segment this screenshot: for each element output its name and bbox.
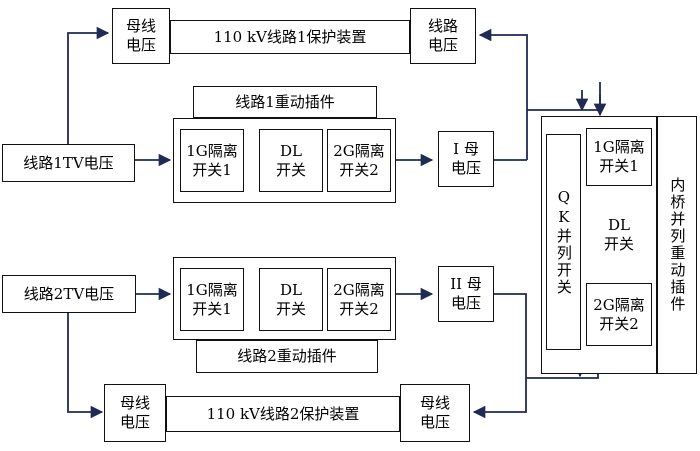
inner-bridge-switch-1g-box: 1G隔离 开关1 [586,128,652,186]
bottom-bus-voltage-box-left: 母线 电压 [104,384,166,442]
line1-switch-1g-label: 1G隔离 开关1 [186,141,238,179]
line1-tv-voltage-label: 线路1TV电压 [23,153,114,172]
line2-switch-dl-label: DL 开关 [275,280,306,318]
line2-switch-1g-label: 1G隔离 开关1 [186,280,238,318]
qk-parallel-switch-box: QK并列开关 [546,134,581,350]
wire-bus2-to-link [472,293,527,419]
wire-link-to-top-line-voltage [478,28,528,160]
wire-line2-tv-to-bottom-bus [67,284,104,419]
top-protection-device-box: 110 kV线路1保护装置 [170,20,410,54]
bottom-bus-voltage-label-left: 母线 电压 [119,394,150,431]
top-bus-voltage-label: 母线 电压 [125,17,156,54]
bus1-voltage-label: I 母 电压 [450,140,481,177]
wire-top-link-to-bridge [527,82,601,111]
line1-switch-dl-label: DL 开关 [275,141,306,179]
inner-bridge-plugin-title: 内桥并列重动插件 [668,177,687,313]
line1-switch-2g-box: 2G隔离 开关2 [327,129,391,192]
top-line-voltage-box: 线路 电压 [410,8,476,64]
line2-tv-voltage-box: 线路2TV电压 [2,275,136,313]
line2-switch-dl-box: DL 开关 [259,268,323,331]
bus2-voltage-box: II 母 电压 [438,266,494,322]
bus2-voltage-label: II 母 电压 [450,275,482,312]
line1-plugin-title-box: 线路1重动插件 [193,86,377,118]
bottom-bus-voltage-box-right: 母线 电压 [400,384,470,442]
inner-bridge-switch-2g-box: 2G隔离 开关2 [586,283,652,346]
qk-parallel-switch-label: QK并列开关 [554,188,573,296]
wire-line1-tv-to-top-bus [67,26,110,152]
inner-bridge-switch-2g-label: 2G隔离 开关2 [593,295,645,333]
bottom-protection-device-title: 110 kV线路2保护装置 [206,404,360,423]
line2-switch-2g-box: 2G隔离 开关2 [327,268,391,331]
top-line-voltage-label: 线路 电压 [427,17,458,54]
line2-plugin-title-box: 线路2重动插件 [196,340,378,373]
line1-switch-1g-box: 1G隔离 开关1 [180,129,244,192]
line1-tv-voltage-box: 线路1TV电压 [2,144,135,182]
line2-tv-voltage-label: 线路2TV电压 [23,284,115,303]
bottom-bus-voltage-label-right: 母线 电压 [419,394,450,431]
inner-bridge-switch-dl-box: DL 开关 [586,200,652,270]
top-bus-voltage-box: 母线 电压 [112,8,170,64]
line2-switch-2g-label: 2G隔离 开关2 [333,280,385,318]
inner-bridge-switch-dl-label: DL 开关 [603,216,634,253]
top-protection-device-title: 110 kV线路1保护装置 [213,27,367,46]
inner-bridge-switch-1g-label: 1G隔离 开关1 [593,138,645,175]
line2-plugin-title: 线路2重动插件 [237,347,337,366]
inner-bridge-plugin-title-box: 内桥并列重动插件 [657,116,697,374]
line1-plugin-title: 线路1重动插件 [235,92,335,111]
bottom-protection-device-box: 110 kV线路2保护装置 [166,396,400,432]
line1-switch-dl-box: DL 开关 [259,129,323,192]
line1-switch-2g-label: 2G隔离 开关2 [333,141,385,179]
bus1-voltage-box: I 母 电压 [438,131,494,187]
line2-switch-1g-box: 1G隔离 开关1 [180,268,244,331]
